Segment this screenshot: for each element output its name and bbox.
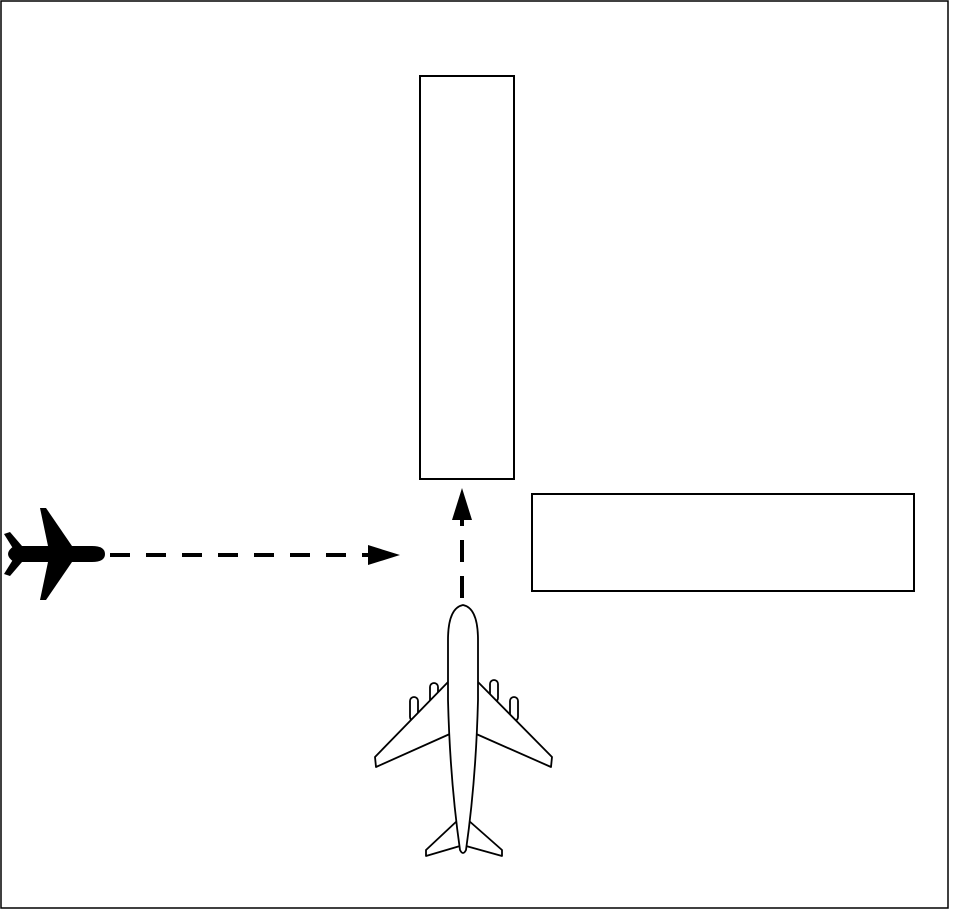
horizontal-runway bbox=[531, 493, 915, 592]
wide-body-airplane-icon bbox=[374, 604, 553, 857]
jet-airplane-icon bbox=[4, 508, 105, 600]
eastbound-path-arrow bbox=[110, 545, 400, 565]
northbound-path-arrow bbox=[452, 488, 472, 598]
vertical-runway bbox=[419, 75, 515, 480]
